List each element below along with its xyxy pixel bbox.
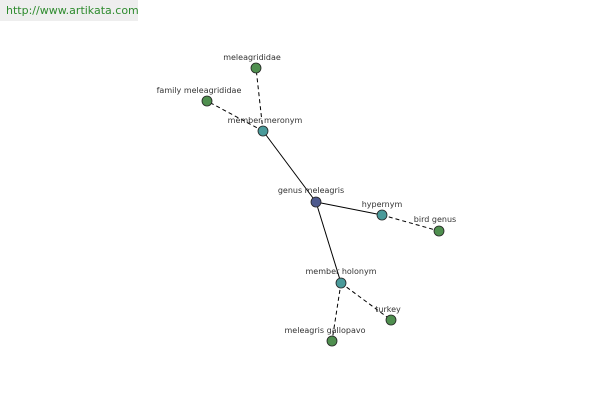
node-meleagris-gallopavo[interactable] — [326, 335, 338, 347]
edge-meronym-meleagrididae — [255, 67, 264, 132]
label-member-meronym: member meronym — [228, 116, 303, 125]
label-bird-genus: bird genus — [414, 215, 456, 224]
edge-center-member-holonym — [315, 201, 342, 284]
label-meleagrididae: meleagrididae — [223, 53, 281, 62]
edge-center-member-meronym — [262, 130, 317, 203]
node-family-meleagrididae[interactable] — [201, 95, 213, 107]
edge-hypernym-bird-genus — [381, 214, 440, 232]
label-hypernym: hypernym — [362, 200, 403, 209]
node-member-meronym[interactable] — [257, 125, 269, 137]
label-meleagris-gallopavo: meleagris gallopavo — [285, 326, 366, 335]
node-hypernym[interactable] — [376, 209, 388, 221]
label-family-meleagrididae: family meleagrididae — [157, 86, 242, 95]
edge-holonym-turkey — [340, 282, 392, 321]
edge-holonym-gallopavo — [331, 282, 342, 342]
edge-meronym-family-meleagrididae — [206, 100, 264, 132]
label-turkey: turkey — [375, 305, 401, 314]
edge-center-hypernym — [315, 201, 383, 216]
node-meleagrididae[interactable] — [250, 62, 262, 74]
label-member-holonym: member holonym — [305, 267, 376, 276]
watermark-link[interactable]: http://www.artikata.com — [0, 0, 139, 21]
node-turkey[interactable] — [385, 314, 397, 326]
node-member-holonym[interactable] — [335, 277, 347, 289]
node-genus-meleagris[interactable] — [310, 196, 322, 208]
node-bird-genus[interactable] — [433, 225, 445, 237]
label-genus-meleagris: genus meleagris — [278, 186, 344, 195]
